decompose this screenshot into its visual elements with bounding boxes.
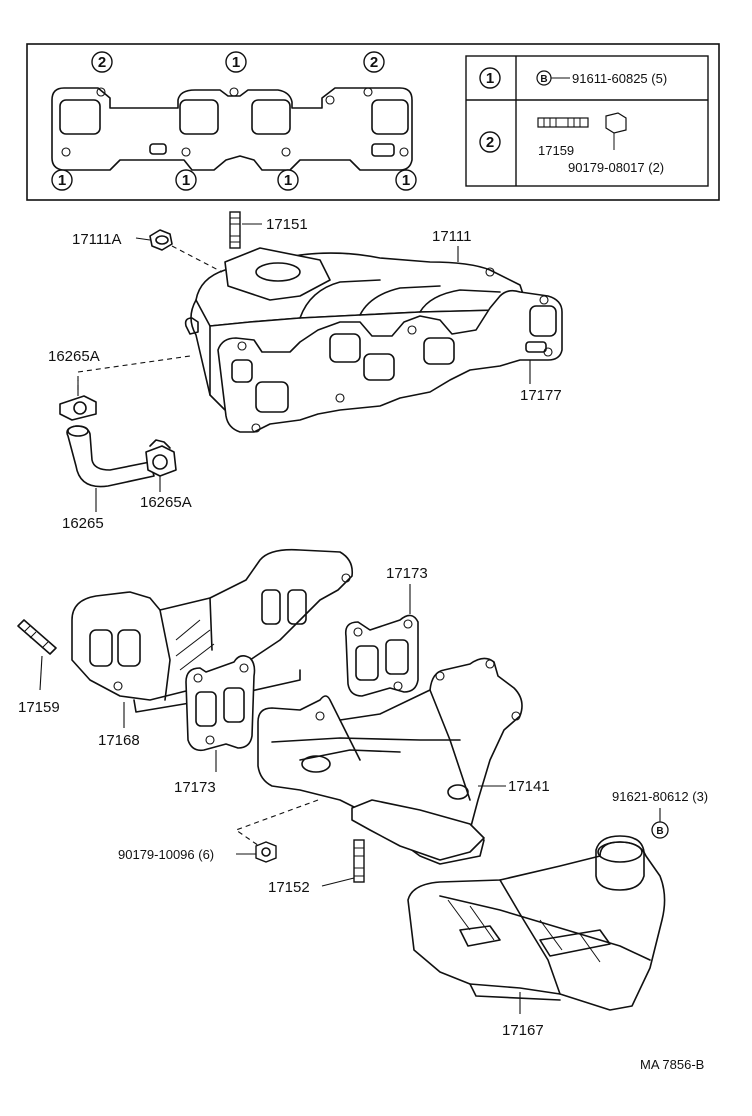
legend-b-marker: B	[540, 74, 547, 85]
gasket-marker-bot-2: 1	[175, 169, 197, 191]
legend-row2-stud: 17159	[538, 143, 574, 158]
bolt-b-marker: B	[651, 808, 669, 839]
stud-icon	[537, 117, 589, 128]
intake-manifold-drawing	[184, 247, 563, 433]
legend-row1-part: 91611-60825 (5)	[572, 71, 667, 86]
nut-icon	[605, 112, 627, 150]
label-17159: 17159	[18, 699, 60, 716]
gasket-marker-top-right: 2	[363, 51, 385, 73]
nut-90179-drawing	[236, 841, 277, 863]
fastener-legend-table: 1 2 B 91611-60825 (5) 17159 90179-08017 …	[465, 55, 709, 187]
legend-row2-marker: 2	[486, 134, 494, 151]
gasket-marker-bot-4: 1	[395, 169, 417, 191]
plug-17111A-drawing	[135, 229, 223, 273]
label-17167: 17167	[502, 1022, 544, 1039]
label-16265A-top: 16265A	[48, 348, 100, 365]
label-17152: 17152	[268, 879, 310, 896]
svg-text:1: 1	[232, 54, 240, 71]
gasket-17173-lower-drawing	[185, 654, 256, 772]
label-91621-80612: 91621-80612 (3)	[612, 789, 708, 804]
gasket-marker-bot-3: 1	[277, 169, 299, 191]
exhaust-manifold-17141-drawing	[234, 657, 523, 865]
b-marker-label: B	[656, 826, 663, 837]
label-17177: 17177	[520, 387, 562, 404]
gasket-marker-top-mid: 1	[225, 51, 247, 73]
intake-gasket-drawing	[51, 87, 413, 171]
legend-row1-marker: 1	[486, 70, 494, 87]
legend-row2-nut: 90179-08017 (2)	[568, 160, 664, 175]
label-17141: 17141	[508, 778, 550, 795]
svg-text:2: 2	[98, 54, 106, 71]
heat-insulator-17167-drawing	[407, 835, 666, 1014]
footer-code: MA 7856-B	[640, 1057, 704, 1072]
stud-17151-drawing	[229, 211, 262, 249]
label-17173-bottom: 17173	[174, 779, 216, 796]
hose-16265-drawing	[59, 355, 191, 512]
svg-text:1: 1	[402, 172, 410, 189]
gasket-panel-frame	[26, 43, 720, 201]
label-16265A-bottom: 16265A	[140, 494, 192, 511]
svg-text:2: 2	[370, 54, 378, 71]
gasket-marker-bot-1: 1	[51, 169, 73, 191]
label-17111A: 17111A	[72, 231, 122, 248]
stud-17159-drawing	[17, 619, 57, 691]
gasket-marker-top-left: 2	[91, 51, 113, 73]
label-17168: 17168	[98, 732, 140, 749]
label-16265: 16265	[62, 515, 104, 532]
gasket-17173-upper-drawing	[344, 584, 419, 697]
svg-text:1: 1	[58, 172, 66, 189]
label-90179-10096: 90179-10096 (6)	[118, 847, 214, 862]
svg-text:1: 1	[284, 172, 292, 189]
label-17111: 17111	[432, 228, 472, 245]
svg-text:1: 1	[182, 172, 190, 189]
label-17173-top: 17173	[386, 565, 428, 582]
stud-17152-drawing	[321, 839, 365, 887]
label-17151: 17151	[266, 216, 308, 233]
